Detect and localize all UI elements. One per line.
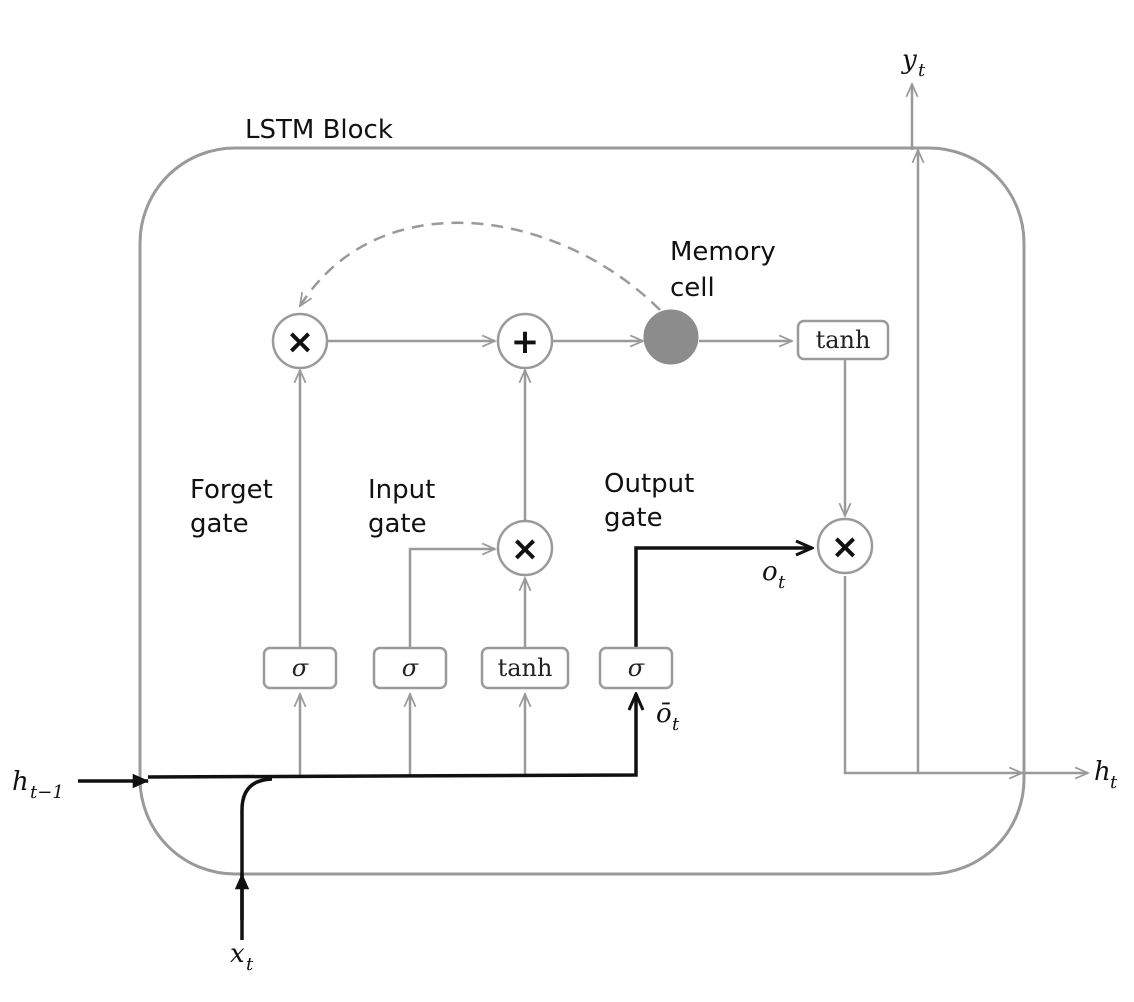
output-gate-label-line1: Output (604, 469, 694, 499)
svg-text:t: t (918, 60, 926, 81)
var-o-bar-t: ō t (656, 699, 680, 735)
input-multiply-symbol: × (511, 529, 540, 569)
input-sigma-box: σ (372, 646, 448, 690)
memory-cell-label-line1: Memory (670, 237, 776, 267)
output-multiply-node: × (816, 517, 874, 575)
svg-text:t: t (246, 954, 254, 975)
svg-text:h: h (12, 767, 29, 797)
memory-cell-node (643, 309, 699, 365)
svg-text:t: t (778, 572, 786, 593)
svg-text:x: x (230, 939, 245, 969)
output-multiply-to-ht (843, 576, 1022, 773)
svg-text:o: o (762, 557, 778, 587)
cell-tanh-label: tanh (816, 326, 871, 354)
forget-gate-label-line1: Forget (190, 475, 273, 505)
xt-bus (240, 777, 273, 920)
input-gate-label-line1: Input (368, 475, 435, 505)
add-node: + (496, 312, 554, 370)
add-symbol: + (511, 322, 540, 362)
svg-text:t: t (1110, 772, 1118, 793)
input-tanh-box: tanh (480, 646, 570, 690)
memory-cell-label-line2: cell (670, 273, 715, 303)
var-o-t: o t (762, 557, 786, 593)
svg-text:h: h (1094, 757, 1111, 787)
svg-text:ō: ō (656, 699, 672, 729)
svg-text:y: y (901, 45, 917, 75)
input-multiply-node: × (496, 519, 554, 577)
forget-sigma-box: σ (262, 646, 338, 690)
block-title: LSTM Block (245, 115, 393, 145)
var-y-t: y t (901, 45, 926, 81)
input-tanh-label: tanh (498, 654, 553, 682)
input-gate-label-line2: gate (368, 509, 427, 539)
output-gate-label-line2: gate (604, 503, 663, 533)
cell-tanh-box: tanh (796, 319, 890, 361)
forget-gate-label-line2: gate (190, 509, 249, 539)
var-h-prev: h t−1 (12, 767, 64, 803)
var-x-t: x t (230, 939, 254, 975)
input-sigma-label: σ (402, 654, 419, 682)
h-bus (147, 694, 636, 779)
svg-text:t: t (672, 714, 680, 735)
output-gate-line (634, 548, 812, 648)
lstm-block-border (138, 146, 1026, 876)
input-gate-line (408, 549, 495, 648)
forget-multiply-node: × (271, 312, 329, 370)
forget-sigma-label: σ (292, 654, 309, 682)
output-sigma-box: σ (598, 646, 674, 690)
var-h-t: h t (1094, 757, 1118, 793)
output-multiply-symbol: × (831, 527, 860, 567)
forget-multiply-symbol: × (286, 322, 315, 362)
memory-feedback-dashed (300, 221, 661, 311)
svg-text:t−1: t−1 (30, 782, 64, 803)
output-sigma-label: σ (628, 654, 645, 682)
